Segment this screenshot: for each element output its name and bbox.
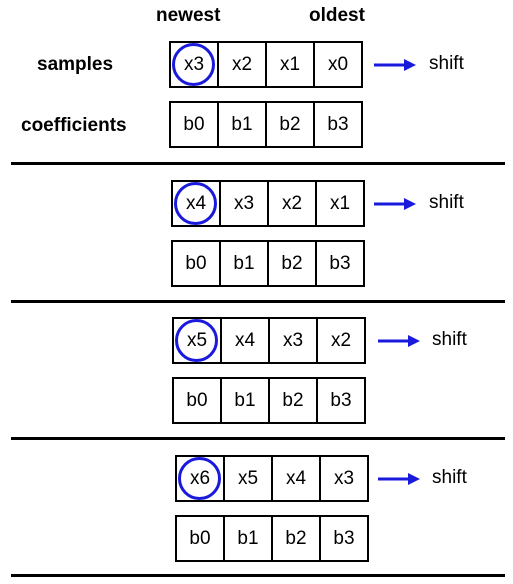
coefficient-label: b0	[183, 114, 205, 135]
coefficient-label: b3	[333, 528, 355, 549]
sample-label: x0	[327, 54, 349, 75]
sample-cell: x1	[315, 180, 365, 227]
coefficient-label: b3	[329, 253, 351, 274]
step-divider	[11, 437, 505, 440]
sample-cell: x3	[268, 317, 318, 364]
coefficient-cell: b1	[219, 240, 269, 287]
coefficient-cell: b2	[267, 240, 317, 287]
sample-cell: x2	[316, 317, 366, 364]
coefficient-cell: b2	[265, 101, 315, 148]
sample-cell: x2	[267, 180, 317, 227]
shift-label: shift	[432, 467, 467, 488]
coefficients-row: b0 b1 b2 b3	[172, 377, 366, 424]
coefficient-label: b2	[281, 253, 303, 274]
sample-label: x4	[234, 330, 256, 351]
newest-sample-circle	[175, 319, 218, 362]
sample-label: x1	[279, 54, 301, 75]
sample-cell: x5	[172, 317, 222, 364]
newest-sample-circle	[174, 182, 217, 225]
sample-label: x2	[330, 330, 352, 351]
coefficient-label: b0	[189, 528, 211, 549]
samples-label: samples	[37, 54, 114, 75]
sample-label: x6	[189, 468, 211, 489]
coefficient-label: b2	[285, 528, 307, 549]
coefficient-cell: b0	[172, 377, 222, 424]
coefficient-label: b1	[233, 253, 255, 274]
coefficient-cell: b3	[319, 515, 369, 562]
coefficient-cell: b0	[169, 101, 219, 148]
coefficients-label: coefficients	[21, 115, 127, 136]
sample-cell: x0	[313, 41, 363, 88]
newest-sample-circle	[172, 43, 215, 86]
sample-label: x4	[185, 193, 207, 214]
coefficient-label: b1	[237, 528, 259, 549]
sample-label: x5	[186, 330, 208, 351]
coefficient-cell: b0	[175, 515, 225, 562]
coefficient-label: b0	[186, 390, 208, 411]
samples-row: x4 x3 x2 x1	[171, 180, 365, 227]
coefficient-label: b3	[327, 114, 349, 135]
coefficient-cell: b1	[220, 377, 270, 424]
sample-cell: x4	[271, 455, 321, 502]
shift-arrow-icon	[378, 473, 420, 485]
coefficient-cell: b3	[313, 101, 363, 148]
coefficient-cell: b2	[268, 377, 318, 424]
sample-label: x2	[281, 193, 303, 214]
samples-row: x5 x4 x3 x2	[172, 317, 366, 364]
samples-row: x3 x2 x1 x0	[169, 41, 363, 88]
shift-arrow-icon	[374, 59, 416, 71]
coefficient-label: b3	[330, 390, 352, 411]
coefficient-cell: b2	[271, 515, 321, 562]
coefficient-cell: b1	[223, 515, 273, 562]
sample-label: x3	[233, 193, 255, 214]
step-divider	[11, 300, 505, 303]
sample-cell: x1	[265, 41, 315, 88]
coefficient-cell: b0	[171, 240, 221, 287]
coefficient-cell: b1	[217, 101, 267, 148]
coefficient-cell: b3	[316, 377, 366, 424]
shift-arrow-icon	[374, 198, 416, 210]
newest-sample-circle	[178, 457, 221, 500]
samples-row: x6 x5 x4 x3	[175, 455, 369, 502]
sample-cell: x5	[223, 455, 273, 502]
sample-label: x4	[285, 468, 307, 489]
shift-label: shift	[432, 329, 467, 350]
sample-label: x3	[183, 54, 205, 75]
sample-cell: x3	[169, 41, 219, 88]
coefficient-label: b2	[279, 114, 301, 135]
shift-arrow-icon	[378, 335, 420, 347]
sample-cell: x3	[219, 180, 269, 227]
sample-cell: x4	[171, 180, 221, 227]
step-divider	[11, 574, 505, 577]
coefficient-label: b1	[231, 114, 253, 135]
coefficient-label: b0	[185, 253, 207, 274]
shift-label: shift	[429, 192, 464, 213]
sample-label: x5	[237, 468, 259, 489]
coefficient-label: b1	[234, 390, 256, 411]
shift-label: shift	[429, 53, 464, 74]
coefficients-row: b0 b1 b2 b3	[175, 515, 369, 562]
coefficients-row: b0 b1 b2 b3	[171, 240, 365, 287]
sample-cell: x4	[220, 317, 270, 364]
coefficient-cell: b3	[315, 240, 365, 287]
coefficient-label: b2	[282, 390, 304, 411]
step-divider	[11, 162, 505, 165]
sample-label: x3	[282, 330, 304, 351]
newest-header: newest	[156, 5, 221, 26]
sample-label: x1	[329, 193, 351, 214]
sample-label: x3	[333, 468, 355, 489]
sample-label: x2	[231, 54, 253, 75]
oldest-header: oldest	[309, 5, 365, 26]
coefficients-row: b0 b1 b2 b3	[169, 101, 363, 148]
sample-cell: x3	[319, 455, 369, 502]
sample-cell: x6	[175, 455, 225, 502]
sample-cell: x2	[217, 41, 267, 88]
